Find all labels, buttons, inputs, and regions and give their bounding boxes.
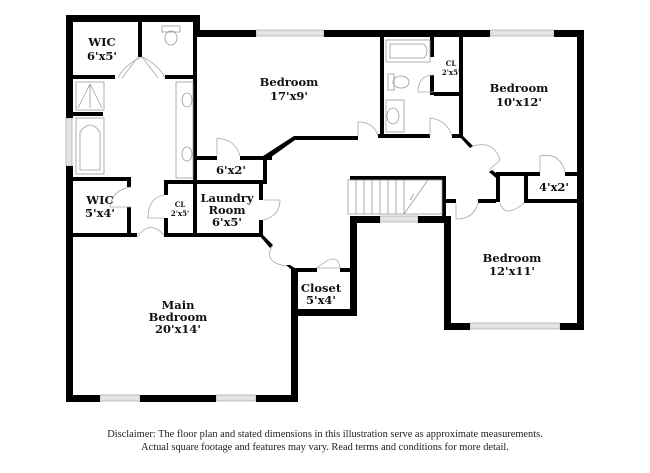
room-size-closet-bottom: 5'x4' [306,293,336,307]
room-size-cl-top: 2'x5' [442,68,460,77]
room-size-main: 20'x14' [155,322,201,336]
walls [66,15,584,402]
window-master-bath [65,117,73,167]
window-stair [379,215,419,223]
room-label-main-line2: Bedroom [149,310,208,324]
disclaimer-line-1: Disclaimer: The floor plan and stated di… [107,429,543,440]
room-labels: WIC 6'x5' Bedroom 17'x9' CL 2'x5' Bedroo… [85,35,569,336]
bathtub-hall [385,39,431,63]
disclaimer-line-2: Actual square footage and features may v… [141,442,509,453]
shower [75,81,105,111]
room-label-wic-left: WIC [85,193,113,207]
room-label-bedroom-top-right: Bedroom [490,81,549,95]
window-bedroom-top [255,29,325,37]
room-label-laundry-line2: Room [208,203,245,217]
room-size-wic-left: 5'x4' [85,206,115,220]
room-label-bedroom-bottom-right: Bedroom [483,251,542,265]
bathtub-master [75,117,105,175]
room-size-bedroom-bottom-right: 12'x11' [489,264,535,278]
vanity [175,81,194,179]
room-label-main-line1: Main [162,298,196,312]
room-size-bedroom-top-right: 10'x12' [496,95,542,109]
window-bedroom-bottom-right [469,322,561,330]
room-label-closet-bottom: Closet [301,281,342,295]
room-size-laundry: 6'x5' [212,215,242,229]
room-label-bedroom-top-middle: Bedroom [260,75,319,89]
staircase [347,179,443,215]
room-size-bedroom-top-middle: 17'x9' [270,89,308,103]
room-label-cl-mid: CL [175,200,186,209]
toilet-hall [387,73,395,91]
fixtures [75,25,443,215]
room-size-cl-mid: 2'x5' [171,209,189,218]
room-label-laundry-line1: Laundry [200,191,253,205]
window-bedroom-top-right [489,29,555,37]
room-label-cl-top: CL [446,59,457,68]
room-size-hall-closet: 6'x2' [216,163,246,177]
doors [109,56,566,269]
window-main-bedroom-right [215,394,257,402]
room-size-small-closet-right: 4'x2' [539,180,569,194]
room-size-wic-top: 6'x5' [87,49,117,63]
toilet [161,25,181,33]
window-main-bedroom-left [99,394,141,402]
room-label-wic-top: WIC [87,35,115,49]
sink-hall [385,99,405,133]
